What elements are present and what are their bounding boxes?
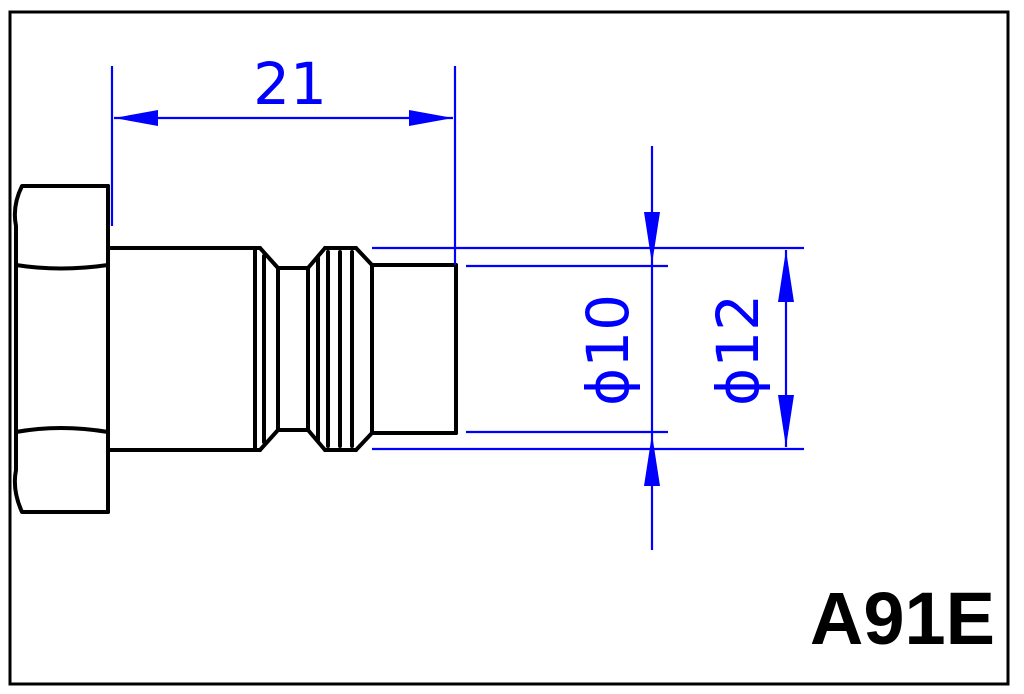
dimension-length: 21 [110, 50, 457, 265]
inner-diameter-label: ϕ10 [574, 294, 642, 406]
outer-arrow-top [778, 250, 794, 302]
length-arrow-right [409, 110, 453, 126]
collar [316, 246, 374, 452]
outer-arrow-bottom [778, 395, 794, 447]
locking-groove [276, 246, 327, 452]
length-dimension-label: 21 [253, 50, 327, 118]
inner-arrow-top [644, 212, 660, 264]
inner-arrow-bottom [644, 434, 660, 486]
drawing-frame [8, 10, 1010, 686]
outer-diameter-label: ϕ12 [704, 294, 772, 406]
length-arrow-left [114, 110, 158, 126]
hex-nut [12, 184, 110, 514]
nipple-tip [370, 263, 458, 435]
nipple-body [106, 246, 280, 452]
part-code-label: A91E [810, 577, 995, 660]
dimension-inner-diameter: ϕ10 [466, 146, 668, 550]
coupling-part [12, 184, 458, 514]
dimension-outer-diameter: ϕ12 [372, 246, 804, 451]
